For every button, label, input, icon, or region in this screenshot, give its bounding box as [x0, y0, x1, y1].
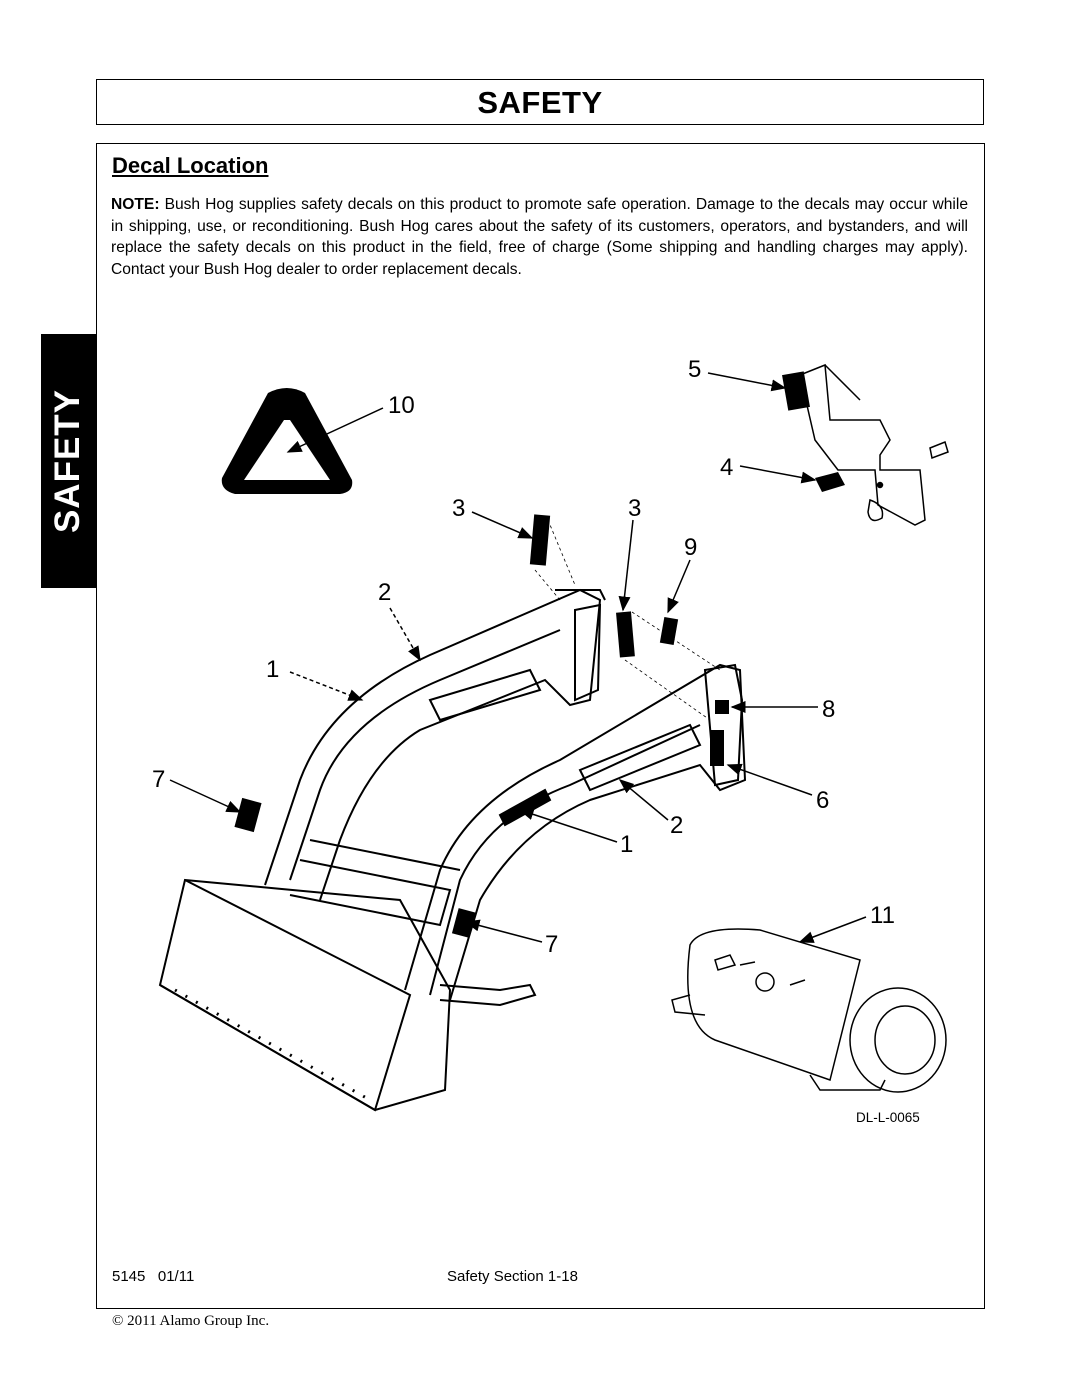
doc-number: 5145 01/11	[112, 1268, 195, 1285]
callout-labels: 5 10 4 3 3 9 2 1 8 7 6 2 1 11 7	[152, 356, 895, 958]
callout-11: 11	[870, 902, 895, 929]
note-text: Bush Hog supplies safety decals on this …	[111, 196, 968, 278]
callout-9: 9	[684, 534, 697, 561]
mount-bracket	[782, 363, 949, 526]
callout-leaders	[169, 372, 867, 943]
copyright: © 2011 Alamo Group Inc.	[112, 1313, 270, 1329]
callout-7-right: 7	[545, 931, 558, 958]
callout-3-left: 3	[452, 495, 465, 522]
callout-10: 10	[388, 392, 415, 419]
figure-code: DL-L-0065	[856, 1110, 920, 1125]
callout-6: 6	[816, 787, 829, 814]
callout-5: 5	[688, 356, 701, 383]
callout-1-right: 1	[620, 831, 633, 858]
callout-3-right: 3	[628, 495, 641, 522]
section-heading: Decal Location	[112, 153, 269, 178]
page-title: SAFETY	[477, 85, 603, 120]
note-label: NOTE:	[111, 196, 160, 213]
side-tab: SAFETY	[41, 334, 96, 588]
content-frame	[96, 143, 985, 1309]
callout-4: 4	[720, 454, 733, 481]
header-box: SAFETY	[96, 79, 984, 125]
hydraulic-cylinder-part	[671, 928, 947, 1093]
callout-7-left: 7	[152, 766, 165, 793]
callout-2-left: 2	[378, 579, 391, 606]
section-page-number: Safety Section 1-18	[447, 1268, 578, 1285]
callout-8: 8	[822, 696, 835, 723]
callout-1-left: 1	[266, 656, 279, 683]
front-loader-drawing	[158, 514, 747, 1112]
side-tab-label: SAFETY	[48, 388, 87, 534]
note-paragraph: NOTE: Bush Hog supplies safety decals on…	[111, 194, 968, 280]
callout-2-right: 2	[670, 812, 683, 839]
smv-emblem-icon	[221, 388, 353, 494]
decal-location-diagram: 5 10 4 3 3 9 2 1 8 7 6 2 1 11 7	[152, 356, 949, 1112]
